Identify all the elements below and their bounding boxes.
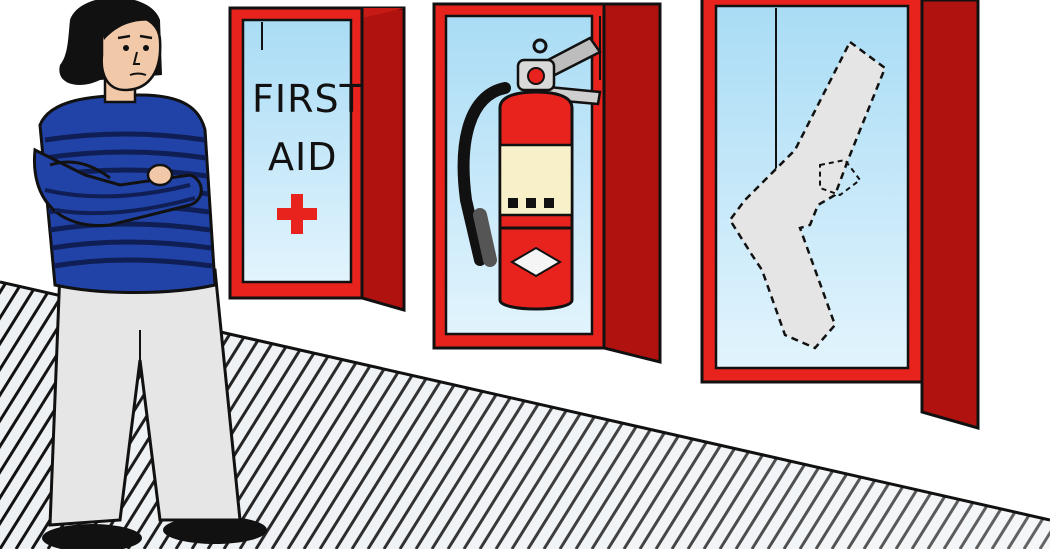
floor-stripe — [1038, 282, 1050, 549]
floor-stripe — [1006, 282, 1050, 549]
handgun-icon — [728, 40, 887, 350]
first-aid-line1: FIRST — [252, 77, 364, 121]
first-aid-case: FIRST AID — [228, 6, 406, 312]
person-figure — [32, 0, 267, 549]
first-aid-cross-icon — [277, 194, 317, 234]
fire-extinguisher-case — [432, 2, 662, 364]
floor-stripe — [1022, 282, 1050, 549]
floor-stripe — [990, 282, 1050, 549]
fire-extinguisher-icon — [457, 36, 602, 311]
first-aid-line2: AID — [268, 135, 337, 179]
handgun-case — [700, 0, 980, 430]
